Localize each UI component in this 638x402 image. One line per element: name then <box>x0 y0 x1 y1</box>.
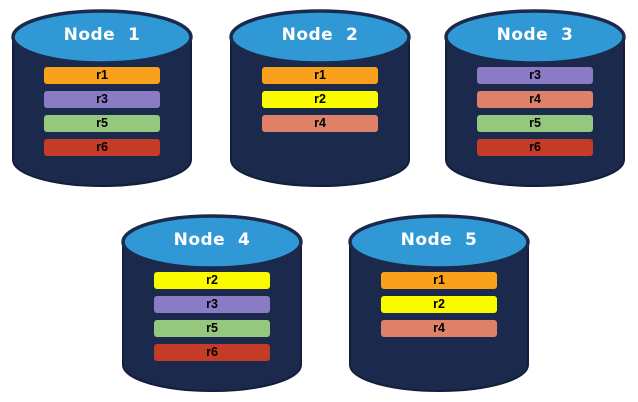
node-label: Node 3 <box>496 25 574 45</box>
record-bar-r3: r3 <box>44 91 160 108</box>
record-bar-r1: r1 <box>44 67 160 84</box>
record-list: r1 r3 r5 r6 <box>44 67 160 156</box>
record-bar-r3: r3 <box>477 67 593 84</box>
record-list: r2 r3 r5 r6 <box>154 272 270 361</box>
record-bar-r5: r5 <box>477 115 593 132</box>
record-bar-r4: r4 <box>381 320 497 337</box>
database-node-1: Node 1 r1 r3 r5 r6 <box>10 9 194 189</box>
record-bar-r5: r5 <box>154 320 270 337</box>
record-bar-r5: r5 <box>44 115 160 132</box>
node-label: Node 5 <box>400 230 478 250</box>
database-node-2: Node 2 r1 r2 r4 <box>228 9 412 189</box>
database-node-3: Node 3 r3 r4 r5 r6 <box>443 9 627 189</box>
record-bar-r6: r6 <box>477 139 593 156</box>
node-label: Node 2 <box>281 25 359 45</box>
record-bar-r1: r1 <box>381 272 497 289</box>
record-bar-r2: r2 <box>262 91 378 108</box>
node-label: Node 1 <box>63 25 141 45</box>
record-list: r1 r2 r4 <box>262 67 378 132</box>
database-node-5: Node 5 r1 r2 r4 <box>347 214 531 394</box>
record-bar-r2: r2 <box>381 296 497 313</box>
record-bar-r4: r4 <box>477 91 593 108</box>
node-label: Node 4 <box>173 230 251 250</box>
record-bar-r6: r6 <box>154 344 270 361</box>
database-node-4: Node 4 r2 r3 r5 r6 <box>120 214 304 394</box>
record-bar-r3: r3 <box>154 296 270 313</box>
record-list: r3 r4 r5 r6 <box>477 67 593 156</box>
record-bar-r4: r4 <box>262 115 378 132</box>
record-bar-r6: r6 <box>44 139 160 156</box>
record-bar-r2: r2 <box>154 272 270 289</box>
record-list: r1 r2 r4 <box>381 272 497 337</box>
record-bar-r1: r1 <box>262 67 378 84</box>
